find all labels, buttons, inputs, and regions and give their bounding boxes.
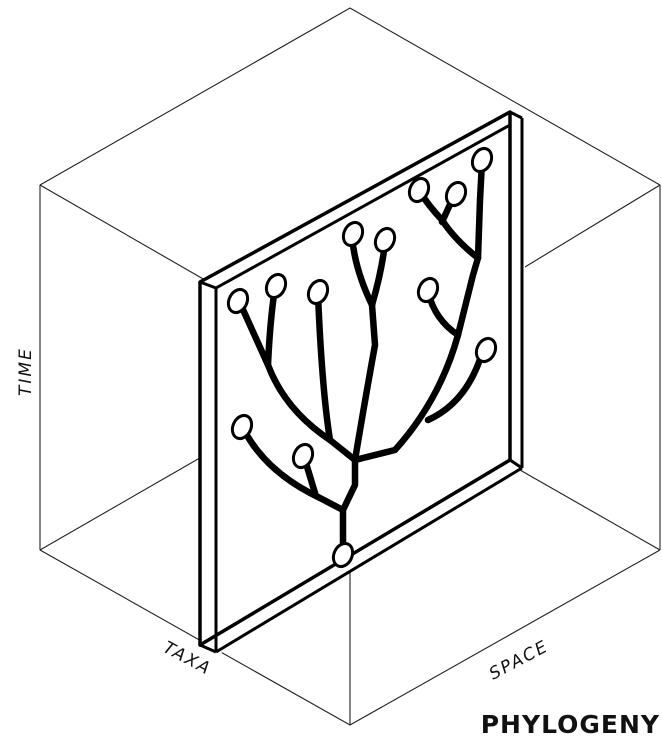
axis-label-time: TIME xyxy=(16,347,36,396)
branch-right-upper xyxy=(478,162,482,258)
axis-label-space: SPACE xyxy=(486,637,552,685)
phylogeny-slab xyxy=(200,112,525,655)
figure-title: PHYLOGENY xyxy=(481,710,660,739)
